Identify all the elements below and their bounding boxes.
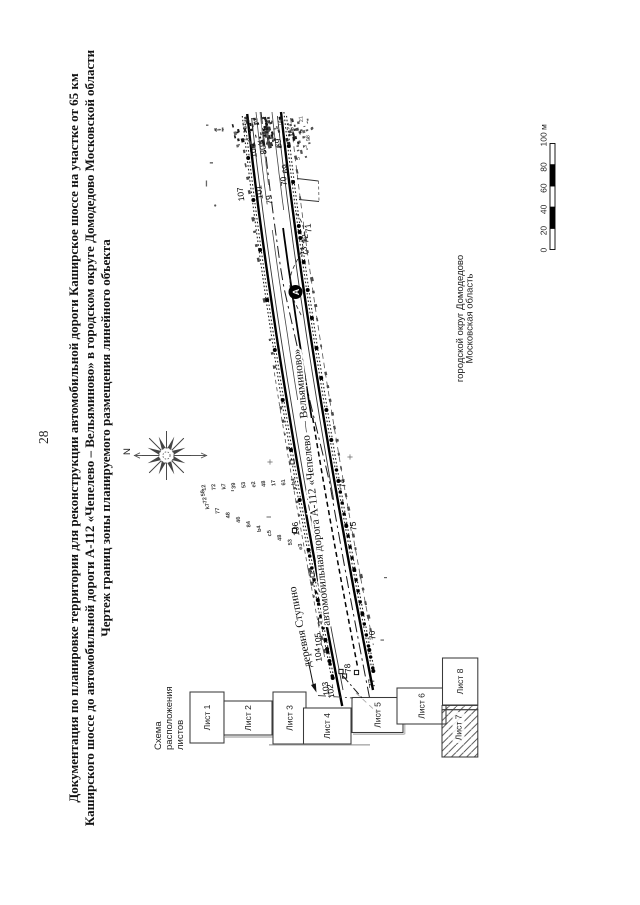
svg-text:Лист 8: Лист 8 bbox=[455, 668, 465, 694]
svg-text:73: 73 bbox=[298, 246, 309, 257]
svg-text:48: 48 bbox=[261, 480, 268, 487]
svg-text:102: 102 bbox=[325, 683, 337, 698]
svg-text:72: 72 bbox=[202, 497, 209, 504]
svg-text:ул: ул bbox=[241, 122, 248, 129]
svg-text:78: 78 bbox=[342, 663, 353, 674]
svg-text:69: 69 bbox=[272, 138, 283, 149]
svg-text:e2: e2 bbox=[251, 481, 258, 488]
svg-text:Лист 5: Лист 5 bbox=[373, 702, 383, 728]
svg-text:44: 44 bbox=[257, 140, 264, 147]
svg-text:b4: b4 bbox=[290, 477, 298, 485]
svg-text:100: 100 bbox=[247, 143, 259, 158]
svg-text:53: 53 bbox=[287, 539, 294, 546]
svg-text:101: 101 bbox=[253, 184, 265, 199]
svg-text:8а: 8а bbox=[265, 125, 272, 133]
svg-text:14: 14 bbox=[277, 120, 284, 127]
svg-text:84: 84 bbox=[246, 520, 253, 528]
svg-text:75: 75 bbox=[347, 521, 358, 532]
svg-text:12: 12 bbox=[201, 484, 208, 491]
svg-text:Лист 4: Лист 4 bbox=[322, 713, 332, 739]
svg-text:Лист 6: Лист 6 bbox=[417, 693, 427, 719]
svg-text:A: A bbox=[291, 288, 301, 295]
svg-text:77: 77 bbox=[366, 678, 377, 689]
svg-text:Лист 2: Лист 2 bbox=[243, 705, 253, 731]
svg-text:Московская область: Московская область bbox=[465, 274, 476, 364]
svg-text:N: N bbox=[122, 448, 133, 455]
svg-text:74: 74 bbox=[336, 478, 347, 489]
svg-text:21: 21 bbox=[298, 116, 305, 123]
svg-text:79: 79 bbox=[263, 194, 274, 205]
svg-text:53: 53 bbox=[241, 481, 248, 488]
svg-text:40: 40 bbox=[539, 204, 549, 214]
svg-text:76: 76 bbox=[366, 630, 377, 641]
svg-text:60: 60 bbox=[539, 183, 549, 193]
svg-text:b4: b4 bbox=[255, 524, 263, 532]
svg-text:72: 72 bbox=[211, 483, 218, 490]
svg-text:48: 48 bbox=[225, 512, 232, 519]
svg-text:58: 58 bbox=[200, 490, 207, 497]
svg-text:02: 02 bbox=[253, 118, 260, 125]
svg-text:Лист 1: Лист 1 bbox=[202, 704, 212, 730]
svg-text:103: 103 bbox=[320, 681, 332, 696]
svg-text:3: 3 bbox=[303, 145, 309, 149]
svg-text:61: 61 bbox=[281, 479, 288, 486]
svg-text:5: 5 bbox=[296, 157, 302, 161]
svg-text:77: 77 bbox=[215, 507, 222, 514]
svg-text:деревня Ступино: деревня Ступино bbox=[287, 585, 315, 669]
svg-text:39: 39 bbox=[231, 482, 238, 489]
svg-text:k7: k7 bbox=[220, 483, 228, 490]
svg-text:городской округ Домодедово: городской округ Домодедово bbox=[455, 255, 466, 382]
svg-text:06: 06 bbox=[289, 127, 296, 134]
svg-text:72: 72 bbox=[299, 233, 310, 244]
svg-text:48: 48 bbox=[277, 534, 284, 541]
svg-text:105: 105 bbox=[312, 632, 324, 647]
svg-text:Лист 7: Лист 7 bbox=[454, 714, 464, 740]
svg-text:69: 69 bbox=[279, 163, 290, 174]
svg-text:80: 80 bbox=[257, 144, 268, 155]
svg-text:7: 7 bbox=[246, 137, 252, 141]
svg-text:107: 107 bbox=[235, 186, 247, 201]
svg-text:80: 80 bbox=[539, 162, 549, 172]
svg-text:46: 46 bbox=[236, 516, 243, 523]
svg-text:e3: e3 bbox=[298, 543, 305, 550]
svg-text:20: 20 bbox=[539, 226, 549, 236]
svg-text:c5: c5 bbox=[267, 530, 274, 537]
svg-text:k7: k7 bbox=[204, 503, 212, 510]
svg-text:70: 70 bbox=[278, 176, 289, 187]
svg-text:0: 0 bbox=[539, 248, 549, 253]
svg-text:71: 71 bbox=[302, 223, 313, 234]
svg-text:98: 98 bbox=[305, 135, 312, 142]
svg-text:17: 17 bbox=[271, 479, 278, 486]
svg-text:Лист 3: Лист 3 bbox=[285, 705, 295, 731]
svg-text:100 м: 100 м bbox=[539, 124, 549, 147]
svg-text:104: 104 bbox=[312, 647, 324, 662]
